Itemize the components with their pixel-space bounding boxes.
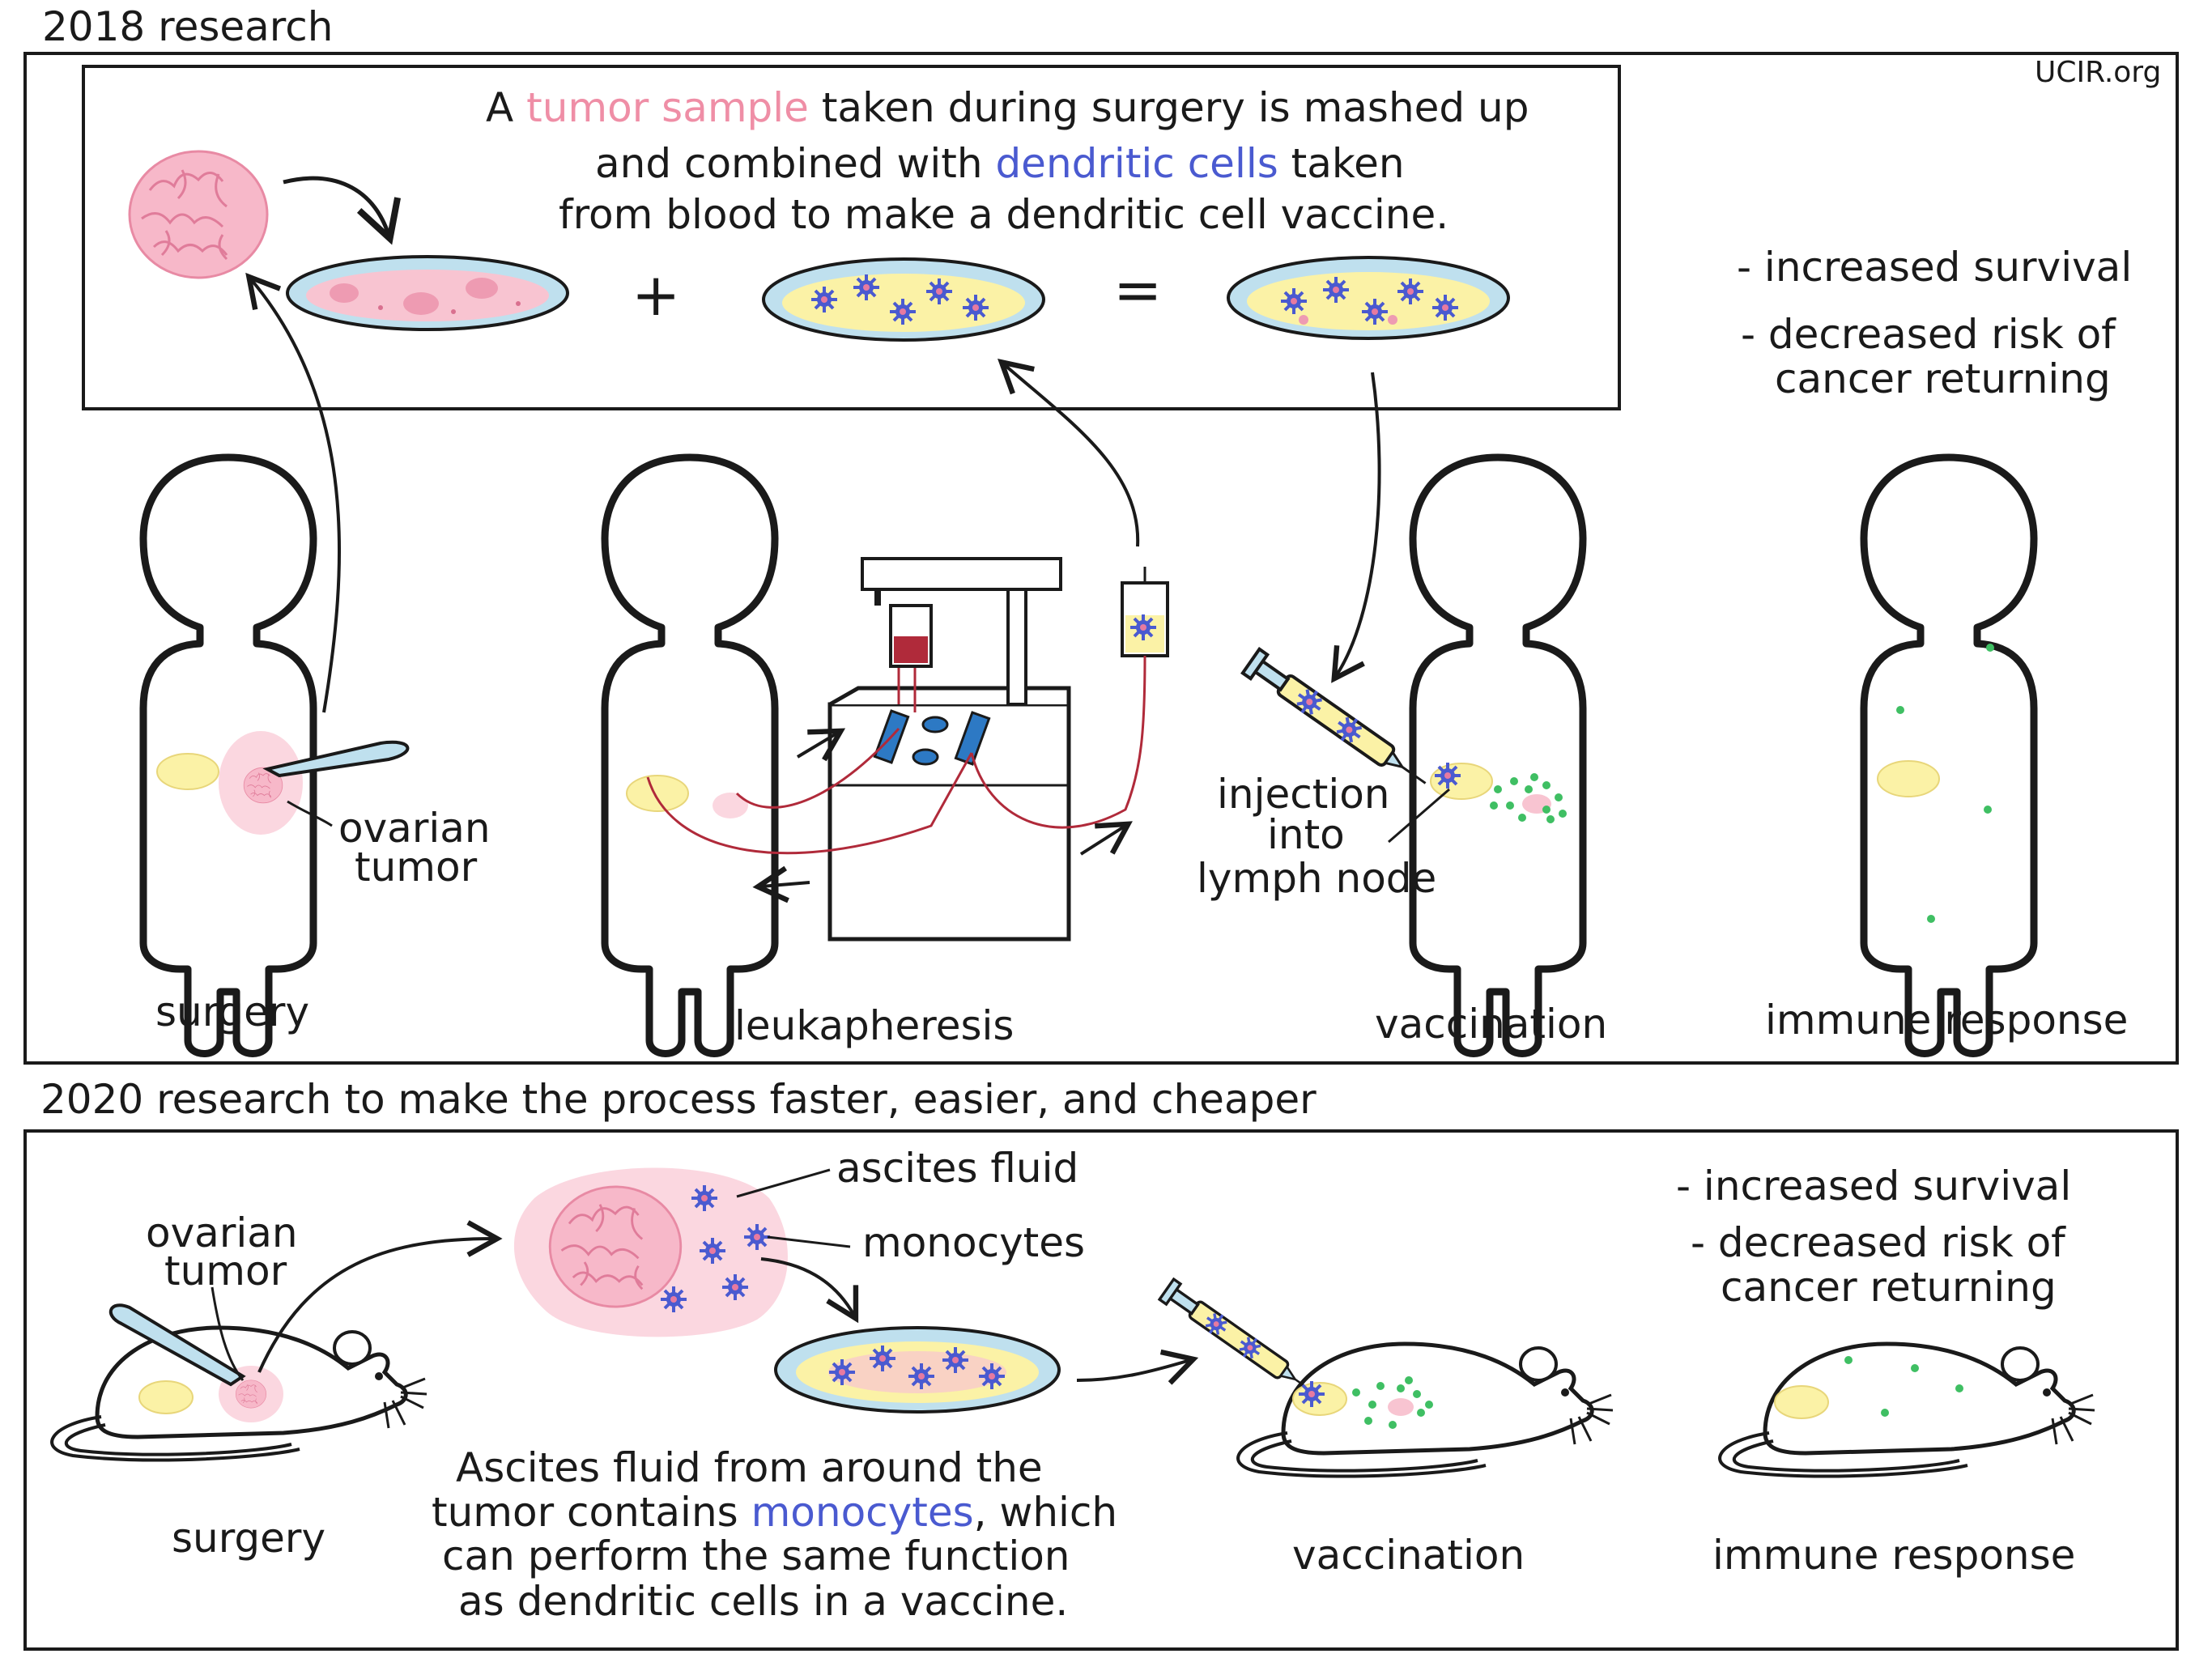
description-2020-line-2: tumor contains monocytes, which — [432, 1492, 1117, 1533]
section-title-2018: 2018 research — [42, 3, 334, 50]
mouse-immune-response — [1720, 1344, 2095, 1476]
lymph-node-yellow — [1774, 1385, 1829, 1419]
blood-tube — [735, 728, 900, 809]
pointer-ovarian-tumor — [211, 1286, 245, 1381]
immune-cells-dots — [1844, 1356, 1963, 1417]
step-label-surgery: surgery — [172, 1515, 326, 1562]
arrow-tumor-to-dish — [283, 176, 401, 245]
injection-label-line-3: lymph node — [1197, 855, 1437, 902]
tumor-dish — [286, 255, 569, 331]
description-text: taken during surgery is mashed up — [808, 84, 1529, 131]
arrow-flow — [1079, 821, 1133, 856]
description-text: tumor contains — [432, 1489, 751, 1536]
tumor-sample-graphic — [128, 150, 269, 279]
blood-tube — [646, 752, 973, 855]
step-label-vaccination: vaccination — [1292, 1532, 1525, 1579]
step-label-leukapheresis: leukapheresis — [734, 1002, 1015, 1049]
arrow-to-dendritic-dish — [998, 359, 1140, 547]
outcome-increased-survival: - increased survival — [1737, 244, 2133, 291]
description-box-2018 — [82, 65, 1621, 410]
pointer-monocytes — [767, 1235, 851, 1248]
vaccine-dish — [1227, 256, 1510, 340]
description-2020-line-3: can perform the same function — [442, 1533, 1070, 1579]
dendritic-cell-dish — [762, 257, 1045, 342]
injection-label-line-2: into — [1267, 811, 1345, 858]
panel-2020-frame — [23, 1129, 2179, 1651]
scalpel-icon — [262, 740, 410, 778]
arrow-flow — [796, 728, 846, 762]
immune-cells-dots — [1490, 773, 1567, 823]
ascites-fluid-label: ascites fluid — [836, 1145, 1079, 1192]
outcome-decreased-risk: - decreased risk of — [1691, 1219, 2065, 1266]
arrow-to-monocyte-dish — [760, 1257, 859, 1324]
description-text: and combined with — [595, 140, 996, 187]
ovarian-label-line-2: tumor — [355, 844, 478, 891]
monocyte-dish — [774, 1326, 1061, 1414]
monocytes-label: monocytes — [862, 1219, 1086, 1266]
monocytes-highlight: monocytes — [751, 1489, 974, 1536]
plus-sign: + — [632, 261, 681, 329]
pointer-ascites — [736, 1168, 831, 1198]
step-label-surgery: surgery — [155, 988, 310, 1035]
pointer-ovarian-tumor — [287, 800, 333, 827]
section-title-2020: 2020 research to make the process faster… — [40, 1076, 1317, 1123]
description-text: taken — [1278, 140, 1405, 187]
ovarian-label-line-2: tumor — [164, 1248, 287, 1295]
description-2020-line-4: as dendritic cells in a vaccine. — [458, 1578, 1069, 1625]
ovarian-label-line-1: ovarian — [338, 805, 491, 852]
blood-tube — [897, 668, 917, 712]
ovarian-label-line-1: ovarian — [146, 1209, 298, 1256]
scalpel-icon — [108, 1303, 246, 1387]
equals-sign: = — [1113, 256, 1163, 324]
description-line-1: A tumor sample taken during surgery is m… — [486, 87, 1529, 128]
small-tumor-graphic — [713, 793, 748, 818]
tumor-sample-highlight: tumor sample — [526, 84, 809, 131]
description-line-3: from blood to make a dendritic cell vacc… — [559, 191, 1449, 238]
syringe-icon — [1159, 1279, 1322, 1403]
outcome-cancer-returning: cancer returning — [1775, 355, 2111, 402]
lymph-node-yellow — [138, 1380, 194, 1414]
outcome-increased-survival: - increased survival — [1676, 1163, 2072, 1209]
lymph-node-yellow — [156, 753, 219, 790]
injection-label-line-1: injection — [1217, 771, 1390, 818]
immune-cells-dots — [1896, 644, 1994, 923]
dendritic-cells-highlight: dendritic cells — [995, 140, 1278, 187]
step-label-vaccination: vaccination — [1375, 1001, 1608, 1048]
ascites-fluid-graphic — [513, 1167, 788, 1337]
iv-bag-dendritic — [1121, 567, 1169, 657]
immune-cells-dots — [1352, 1376, 1433, 1429]
step-label-immune-response: immune response — [1765, 997, 2129, 1044]
description-2020-line-1: Ascites fluid from around the — [456, 1444, 1043, 1491]
panel-2018-frame — [23, 52, 2179, 1065]
site-watermark: UCIR.org — [2035, 56, 2162, 89]
mouse-vaccination — [1238, 1344, 1613, 1476]
arrow-dish-to-syringe — [1076, 1349, 1199, 1385]
person-leukapheresis — [605, 457, 775, 1054]
person-vaccination — [1413, 457, 1583, 1054]
blood-tube — [970, 655, 1146, 829]
outcome-cancer-returning: cancer returning — [1721, 1264, 2057, 1311]
outcome-decreased-risk: - decreased risk of — [1741, 311, 2116, 358]
ovarian-tumor-graphic — [235, 1380, 267, 1409]
arrow-surgery-to-tumor — [245, 272, 342, 713]
step-label-immune-response: immune response — [1712, 1532, 2076, 1579]
description-text: A — [486, 84, 527, 131]
arrow-tumor-to-ascites — [257, 1220, 503, 1373]
pointer-injection — [1388, 788, 1450, 844]
lymph-node-yellow — [1877, 760, 1940, 797]
person-immune-response — [1864, 457, 2034, 1054]
lymph-node-yellow — [626, 775, 689, 812]
description-line-2: and combined with dendritic cells taken — [595, 143, 1405, 184]
small-tumor-graphic — [1388, 1398, 1414, 1416]
arrow-vaccine-to-person — [1331, 372, 1381, 683]
description-text: , which — [973, 1489, 1118, 1536]
leukapheresis-machine — [827, 557, 1071, 942]
arrow-flow — [752, 865, 810, 903]
